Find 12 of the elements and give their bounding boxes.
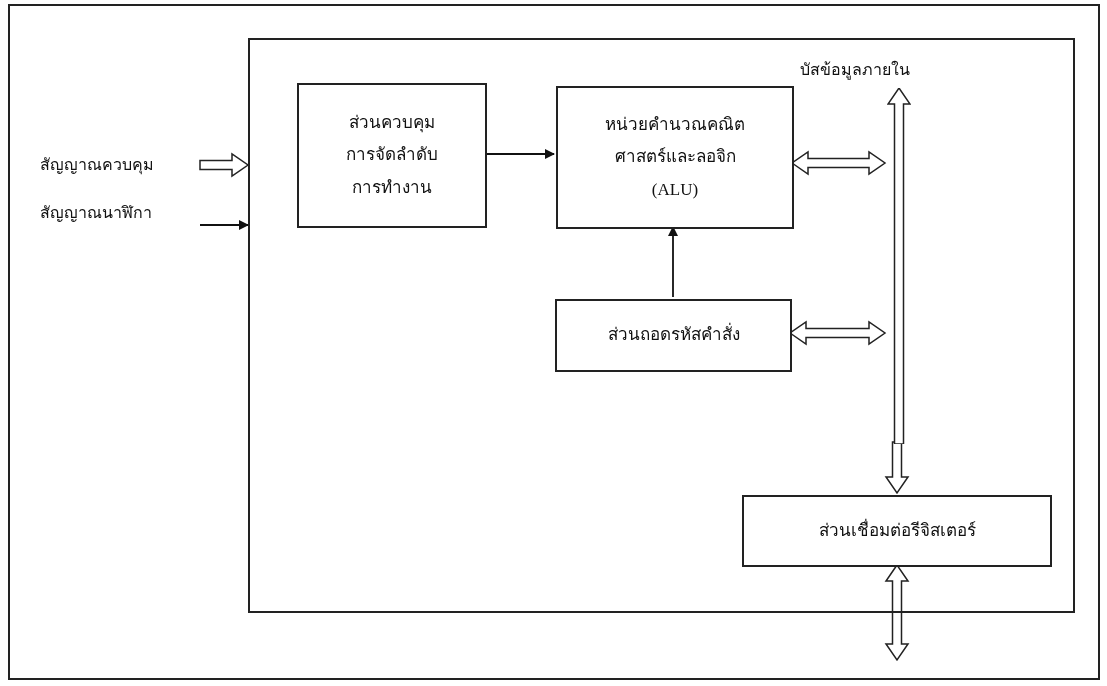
cpu-block: [248, 38, 1075, 613]
double-arrow: [199, 152, 250, 178]
double-arrow: [884, 441, 910, 495]
process-box: ส่วนเชื่อมต่อรีจิสเตอร์: [742, 495, 1052, 567]
arrow: [199, 220, 249, 230]
bus-label: บัสข้อมูลภายใน: [800, 59, 910, 82]
signal-label: สัญญาณนาฬิกา: [40, 200, 200, 226]
process-box: หน่วยคำนวณคณิตศาสตร์และลอจิก (ALU): [556, 86, 794, 229]
process-box: ส่วนควบคุมการจัดลำดับการทำงาน: [297, 83, 487, 228]
bus-bar: [887, 88, 911, 444]
process-box: ส่วนถอดรหัสคำสั่ง: [555, 299, 792, 372]
signal-label: สัญญาณควบคุม: [40, 152, 200, 178]
